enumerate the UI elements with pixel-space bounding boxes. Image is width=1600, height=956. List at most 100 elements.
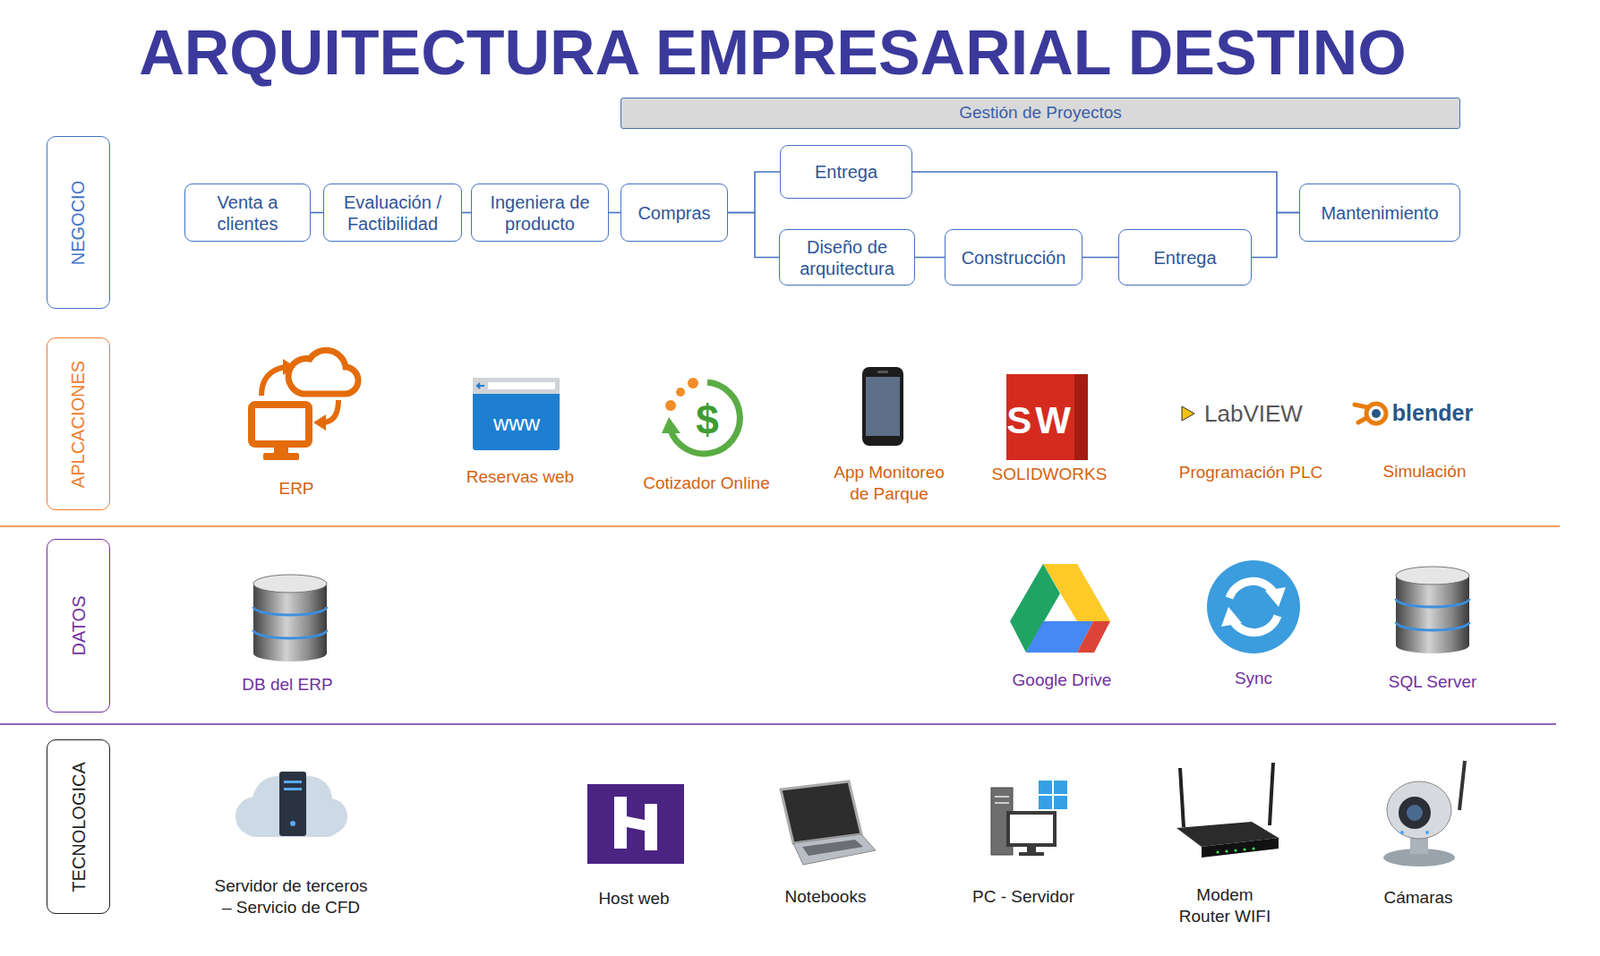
process-box: Entrega: [779, 145, 913, 199]
sync-icon-part: [1232, 616, 1278, 634]
host-logo-part: [626, 816, 645, 831]
sync-icon-part: [1229, 581, 1275, 599]
app-name: SOLIDWORKS: [977, 463, 1121, 486]
node-text: DATOS: [68, 595, 90, 656]
flow-connector: [1251, 213, 1300, 258]
tech-name: Modem Router WIFI: [1173, 884, 1277, 928]
host-logo-part: [614, 796, 627, 849]
quote-icon: [661, 377, 740, 454]
tech-name: Cámaras: [1368, 887, 1468, 909]
layer-tab: DATOS: [46, 539, 111, 713]
router-icon-part: [1269, 762, 1274, 826]
phone-icon-part: [865, 376, 900, 437]
sync-icon-part: [1221, 607, 1242, 627]
quote-icon-part: [675, 387, 685, 397]
erp-icon-part: [288, 350, 359, 394]
camera-icon-part: [1425, 830, 1429, 835]
data-name: DB del ERP: [224, 674, 351, 696]
browser-icon-part: [472, 377, 560, 451]
sync-icon: [1206, 560, 1301, 654]
app-name: Programación PLC: [1161, 462, 1341, 484]
drive-logo: [1009, 564, 1111, 653]
blender-logo: [1354, 403, 1387, 424]
layer-separator: [0, 525, 1560, 527]
camera-icon-part: [1459, 761, 1465, 811]
app-name: App Monitoreo de Parque: [826, 462, 952, 505]
router-icon-part: [1234, 849, 1238, 853]
node-text: Entrega: [814, 161, 878, 183]
browser-icon-part: [472, 377, 560, 394]
browser-icon: [472, 377, 560, 451]
sync-icon-part: [1206, 560, 1301, 654]
node-text: Mantenimiento: [1320, 202, 1438, 224]
process-box: Compras: [620, 183, 728, 242]
pc-icon-part: [1008, 812, 1055, 846]
pc-icon-part: [1053, 780, 1068, 795]
node-text: TECNOLOGICA: [68, 761, 90, 893]
router-icon: [1176, 762, 1279, 858]
flow-connector: [608, 212, 621, 214]
node-text: Compras: [637, 202, 711, 224]
phone-icon: [862, 367, 904, 446]
database-icon: [253, 574, 327, 662]
node-text: APLCACIONES: [68, 359, 90, 488]
pc-icon-part: [1026, 845, 1036, 853]
erp-icon-part: [263, 453, 300, 461]
tech-name: Notebooks: [767, 886, 884, 908]
pc-icon-part: [1018, 852, 1044, 856]
layer-tab: NEGOCIO: [46, 136, 111, 309]
logo-text: SW: [1000, 397, 1081, 445]
flow-connector: [462, 212, 471, 214]
pc-icon-part: [994, 795, 1010, 798]
laptop-icon-part: [793, 834, 876, 865]
phone-icon-part: [862, 367, 904, 446]
erp-icon-part: [282, 359, 296, 376]
process-box: Diseño de arquitectura: [778, 229, 916, 286]
camera-icon: [1383, 761, 1465, 867]
database-icon: [1395, 566, 1470, 654]
router-icon-part: [1216, 851, 1220, 855]
data-name: Google Drive: [990, 669, 1134, 692]
quote-icon-part: [687, 377, 699, 389]
node-text: Entrega: [1153, 247, 1216, 269]
blender-logo-part: [1358, 418, 1367, 423]
pc-icon: [991, 780, 1068, 856]
logo-text: blender: [1378, 399, 1487, 428]
pc-icon-part: [1053, 795, 1068, 810]
erp-icon: [251, 350, 359, 461]
phone-icon-part: [877, 370, 889, 374]
router-icon-part: [1243, 848, 1247, 852]
cloud-server-icon-part: [290, 821, 296, 827]
data-name: SQL Server: [1374, 671, 1491, 694]
process-box: Mantenimiento: [1299, 183, 1461, 242]
pc-icon-part: [1038, 795, 1053, 810]
logo-text: $: [689, 394, 726, 447]
browser-icon-part: [487, 382, 556, 390]
erp-icon-part: [313, 414, 326, 431]
app-name: ERP: [242, 478, 351, 500]
cloud-server-icon-part: [283, 787, 302, 791]
logo-text: LabVIEW: [1195, 399, 1312, 429]
project-bar: Gestión de Proyectos: [620, 97, 1461, 129]
app-name: Simulación: [1366, 461, 1483, 483]
process-box: Venta a clientes: [184, 183, 311, 242]
flow-connector: [912, 171, 1300, 214]
quote-icon-part: [661, 417, 681, 434]
node-text: Diseño de arquitectura: [785, 236, 909, 280]
blender-logo-part: [1366, 403, 1387, 424]
browser-icon-part: [477, 383, 485, 389]
camera-icon-part: [1400, 830, 1404, 835]
host-logo: [587, 784, 685, 865]
pc-icon-part: [994, 802, 1010, 805]
data-name: Sync: [1217, 667, 1290, 690]
process-box: Construcción: [944, 229, 1083, 286]
node-text: Venta a clientes: [190, 191, 305, 235]
layer-separator: [0, 723, 1557, 725]
process-box: Entrega: [1118, 229, 1252, 286]
drive-logo-part: [1077, 621, 1111, 653]
layer-tab: TECNOLOGICA: [46, 739, 111, 915]
layer-tab: APLCACIONES: [46, 337, 111, 511]
host-logo-part: [587, 784, 685, 865]
